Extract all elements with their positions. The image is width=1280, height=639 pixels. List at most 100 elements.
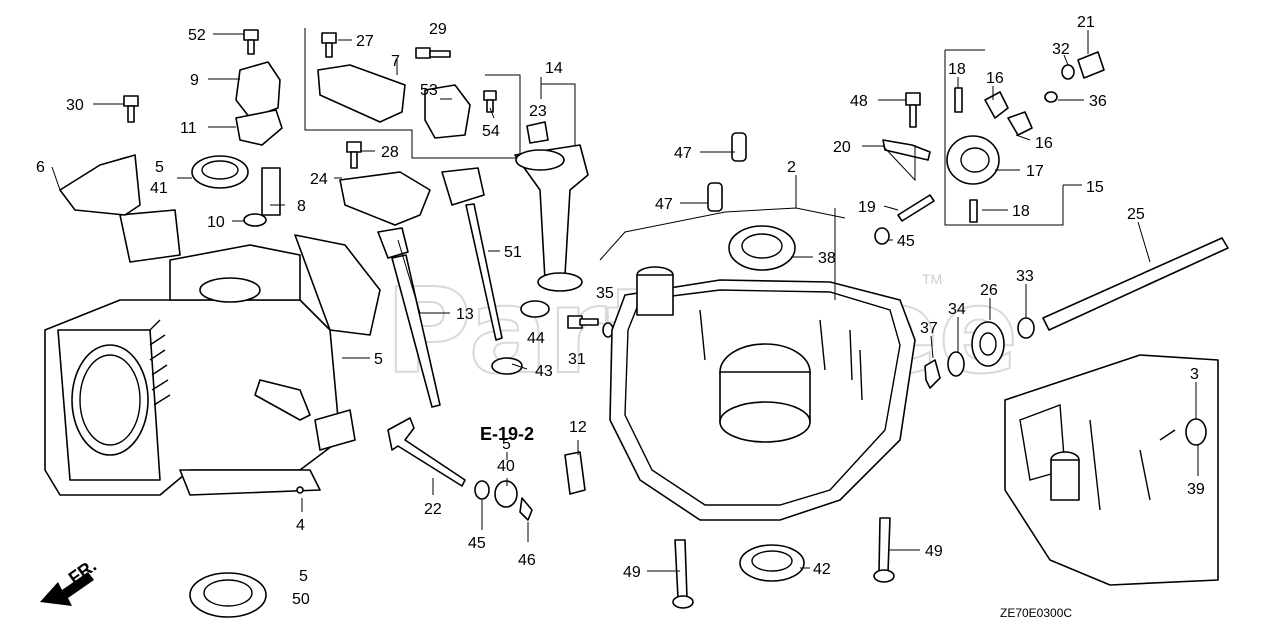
callout-36: 36 (1089, 93, 1107, 110)
shaft-pin (897, 194, 935, 222)
callout-6: 6 (36, 159, 45, 176)
bolt (579, 318, 599, 326)
callout-37: 37 (920, 320, 938, 337)
plate (317, 64, 406, 123)
callout-51: 51 (504, 244, 522, 261)
ball-bearing (728, 225, 796, 271)
washer (1017, 317, 1035, 339)
plate (882, 139, 931, 161)
callout-45: 45 (897, 233, 915, 250)
callout-26: 26 (980, 282, 998, 299)
callout-5: 5 (374, 351, 383, 368)
callout-7: 7 (391, 53, 400, 70)
callout-39: 39 (1187, 481, 1205, 498)
washer (874, 227, 890, 245)
callout-54: 54 (482, 123, 500, 140)
oil-seal (191, 155, 249, 189)
callout-4: 4 (296, 517, 305, 534)
spring-clip (924, 359, 941, 389)
washer (947, 351, 965, 377)
o-ring (520, 300, 550, 318)
callout-34: 34 (948, 301, 966, 318)
trademark: TM (922, 271, 942, 287)
filler-tube (514, 144, 589, 292)
callout-20: 20 (833, 139, 851, 156)
bolt (905, 92, 921, 106)
washer (474, 480, 490, 500)
callout-5: 5 (155, 159, 164, 176)
pin (954, 87, 963, 113)
callout-19: 19 (858, 199, 876, 216)
callout-52: 52 (188, 27, 206, 44)
bolt (909, 104, 917, 128)
bracket-small (424, 84, 471, 139)
callout-24: 24 (310, 171, 328, 188)
callout-40: 40 (497, 458, 515, 475)
callout-18: 18 (948, 61, 966, 78)
callout-46: 46 (518, 552, 536, 569)
drawing-code: ZE70E0300C (1000, 606, 1072, 620)
callout-11: 11 (180, 120, 197, 137)
callout-33: 33 (1016, 268, 1034, 285)
callout-32: 32 (1052, 41, 1070, 58)
callouts: 52 27 29 7 9 30 11 53 54 14 23 28 6 5 41… (36, 14, 1205, 620)
washer (1061, 64, 1075, 80)
callout-27: 27 (356, 33, 374, 50)
callout-30: 30 (66, 97, 84, 114)
callout-9: 9 (190, 72, 199, 89)
callout-13: 13 (456, 306, 474, 323)
callout-5: 5 (502, 436, 511, 453)
weight (984, 91, 1009, 119)
reference-label: E-19-2 (480, 424, 534, 444)
callout-50: 50 (292, 591, 310, 608)
dipstick (377, 227, 441, 408)
front-direction-arrow: FR. (40, 555, 100, 606)
callout-22: 22 (424, 501, 442, 518)
callout-8: 8 (297, 198, 306, 215)
pin (969, 199, 978, 223)
dowel-pin (707, 182, 723, 212)
callout-35: 35 (596, 285, 614, 302)
callout-28: 28 (381, 144, 399, 161)
cylinder-block (44, 209, 381, 496)
dowel-pin (564, 451, 586, 495)
gear (971, 321, 1005, 367)
callout-5: 5 (299, 568, 308, 585)
ball-bearing (189, 572, 267, 618)
bolt (123, 29, 497, 169)
clip (519, 497, 533, 521)
callout-16: 16 (1035, 135, 1053, 152)
callout-12: 12 (569, 419, 587, 436)
callout-2: 2 (787, 159, 796, 176)
case-cover (339, 171, 431, 226)
governor-arm (387, 417, 466, 487)
callout-42: 42 (813, 561, 831, 578)
callout-10: 10 (207, 214, 225, 231)
oil-seal (739, 544, 805, 582)
callout-25: 25 (1127, 206, 1145, 223)
callout-14: 14 (545, 60, 563, 77)
flange-bolt-head (873, 569, 895, 583)
camshaft (1042, 237, 1229, 331)
direction-label: FR. (65, 555, 100, 588)
flange-bolt-head (672, 595, 694, 609)
dowel-pin (243, 213, 267, 227)
weight (1007, 111, 1033, 136)
gasket (261, 167, 281, 216)
callout-31: 31 (568, 351, 586, 368)
callout-43: 43 (535, 363, 553, 380)
callout-17: 17 (1026, 163, 1044, 180)
governor-gear (946, 135, 1000, 185)
crankcase-cover (609, 266, 916, 521)
callout-48: 48 (850, 93, 868, 110)
flange-bolt (878, 517, 891, 573)
callout-47: 47 (655, 196, 673, 213)
callout-23: 23 (529, 103, 547, 120)
callout-15: 15 (1086, 179, 1104, 196)
callout-38: 38 (818, 250, 836, 267)
callout-45: 45 (468, 535, 486, 552)
collar (526, 121, 549, 144)
oil-level-gauge (441, 167, 503, 341)
callout-49: 49 (623, 564, 641, 581)
